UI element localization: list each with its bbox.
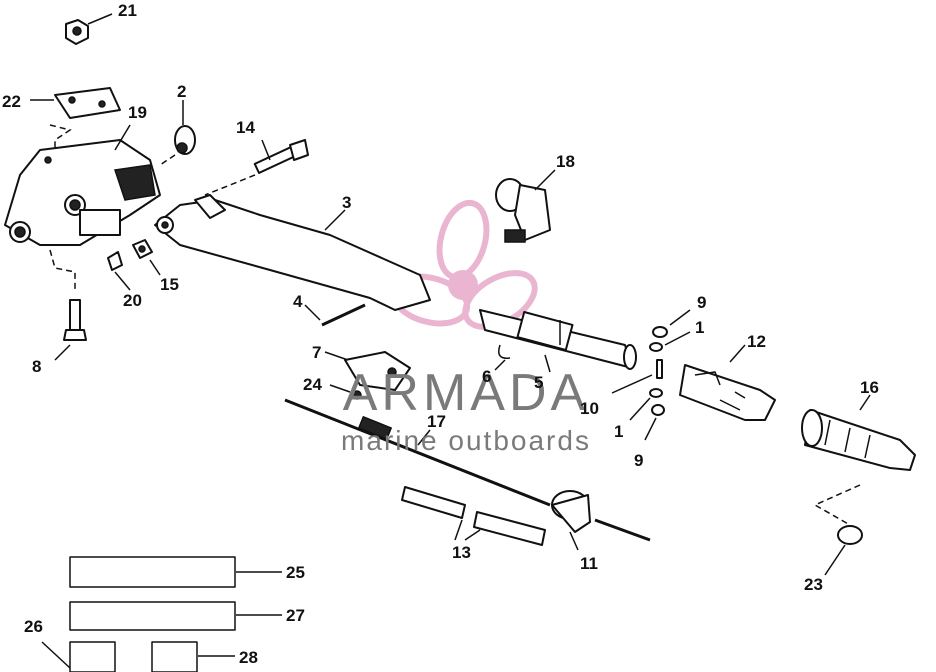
callout-8: 8	[32, 357, 41, 376]
callout-1-lower: 1	[614, 422, 623, 441]
part-18-friction-assembly	[495, 169, 556, 243]
callout-1-upper: 1	[695, 318, 704, 337]
callout-2: 2	[177, 82, 186, 101]
callout-7: 7	[312, 343, 321, 362]
callout-18: 18	[556, 152, 575, 171]
part-8-bolt	[54, 299, 87, 361]
part-16-tiller-grip	[801, 394, 916, 526]
callout-11: 11	[580, 554, 598, 573]
callout-13: 13	[452, 543, 471, 562]
part-5-throttle-tube	[479, 309, 637, 373]
part-21-nut	[65, 13, 113, 45]
callout-21: 21	[118, 1, 137, 20]
callout-12: 12	[747, 332, 766, 351]
part-6-clip	[494, 344, 511, 371]
part-25-decal	[69, 556, 282, 588]
watermark-tagline: marine outboards	[341, 425, 591, 456]
part-4-pin	[304, 303, 366, 327]
callout-14: 14	[236, 118, 255, 137]
callout-22: 22	[2, 92, 21, 111]
callout-4: 4	[293, 292, 303, 311]
part-26-decal	[41, 641, 116, 672]
callout-15: 15	[160, 275, 179, 294]
part-11-cable-end	[551, 490, 651, 551]
part-13-tubes	[401, 486, 546, 546]
callout-27: 27	[286, 606, 305, 625]
watermark-brand: ARMADA	[343, 364, 589, 422]
part-14-bolt	[204, 139, 309, 196]
callout-28: 28	[239, 648, 258, 667]
callout-24: 24	[303, 375, 322, 394]
part-9-upper	[652, 309, 691, 338]
part-28-decal	[151, 641, 235, 672]
part-27-decal	[69, 601, 282, 631]
part-9-lower	[644, 404, 665, 441]
part-19-steering-bracket	[4, 124, 161, 290]
part-12-throttle-grip	[679, 344, 776, 421]
callout-10: 10	[580, 399, 599, 418]
callout-23: 23	[804, 575, 823, 594]
callout-9-lower: 9	[634, 451, 643, 470]
callout-9-upper: 9	[697, 293, 706, 312]
part-2-washer	[159, 100, 196, 166]
part-10-pin	[611, 359, 663, 394]
callout-19: 19	[128, 103, 147, 122]
callout-6: 6	[482, 367, 491, 386]
part-15-nut	[132, 239, 161, 276]
part-1-lower	[629, 388, 663, 421]
part-3-tiller-arm	[154, 194, 431, 311]
callout-16: 16	[860, 378, 879, 397]
callout-26: 26	[24, 617, 43, 636]
part-17-cable	[284, 398, 551, 507]
part-20-grease-fitting	[107, 251, 131, 291]
callout-3: 3	[342, 193, 351, 212]
callout-20: 20	[123, 291, 142, 310]
callout-25: 25	[286, 563, 305, 582]
part-24-screw	[329, 384, 362, 400]
part-22-plate	[30, 87, 121, 155]
callout-17: 17	[427, 412, 446, 431]
part-7-bracket	[324, 351, 411, 391]
part-23-clamp	[824, 525, 863, 576]
part-1-upper	[649, 331, 691, 352]
callout-5: 5	[534, 373, 543, 392]
